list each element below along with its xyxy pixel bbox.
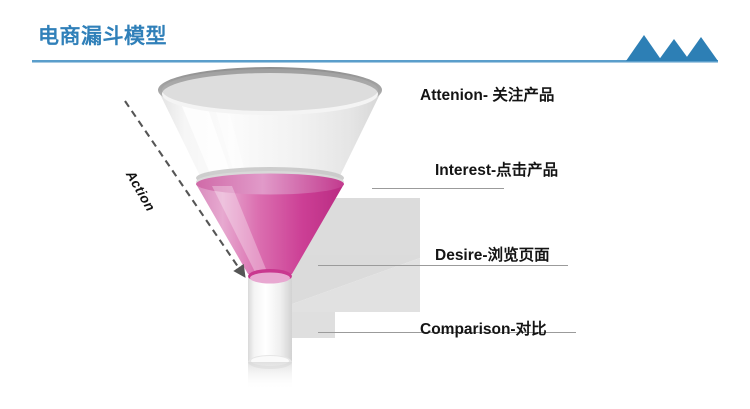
leader-line-desire [318, 265, 568, 266]
title-divider [32, 60, 718, 62]
funnel-diagram [120, 62, 420, 392]
funnel-stem [248, 276, 292, 362]
stage-label-attenion-en: Attenion- [420, 87, 489, 104]
stage-label-comparison-en: Comparison- [420, 321, 516, 338]
stage-label-interest: Interest-点击产品 [435, 158, 558, 180]
stage-label-desire-cn: 浏览页面 [487, 247, 550, 264]
funnel-reflection [248, 362, 292, 390]
page-title: 电商漏斗模型 [38, 25, 167, 48]
stage-label-interest-cn: 点击产品 [496, 162, 559, 179]
funnel-rim-inner [162, 73, 378, 115]
leader-line-comparison [318, 332, 576, 333]
stage-label-desire: Desire-浏览页面 [435, 243, 550, 265]
funnel-liquid [196, 184, 344, 274]
funnel-liquid-surface [196, 173, 344, 195]
stage-label-desire-en: Desire- [435, 247, 488, 264]
mountains-icon [626, 35, 718, 61]
funnel-liquid-highlight [212, 186, 268, 274]
title-divider-highlight [32, 62, 718, 63]
funnel-stem-mouth-inner [250, 272, 290, 284]
stage-label-attenion: Attenion- 关注产品 [420, 83, 554, 105]
stage-label-attenion-cn: 关注产品 [488, 87, 555, 104]
funnel-rim-shade [162, 69, 378, 111]
stage-label-comparison-cn: 对比 [515, 321, 547, 338]
stage-label-comparison: Comparison-对比 [420, 317, 547, 339]
stage-label-interest-en: Interest- [435, 162, 497, 179]
leader-line-interest [372, 188, 504, 189]
